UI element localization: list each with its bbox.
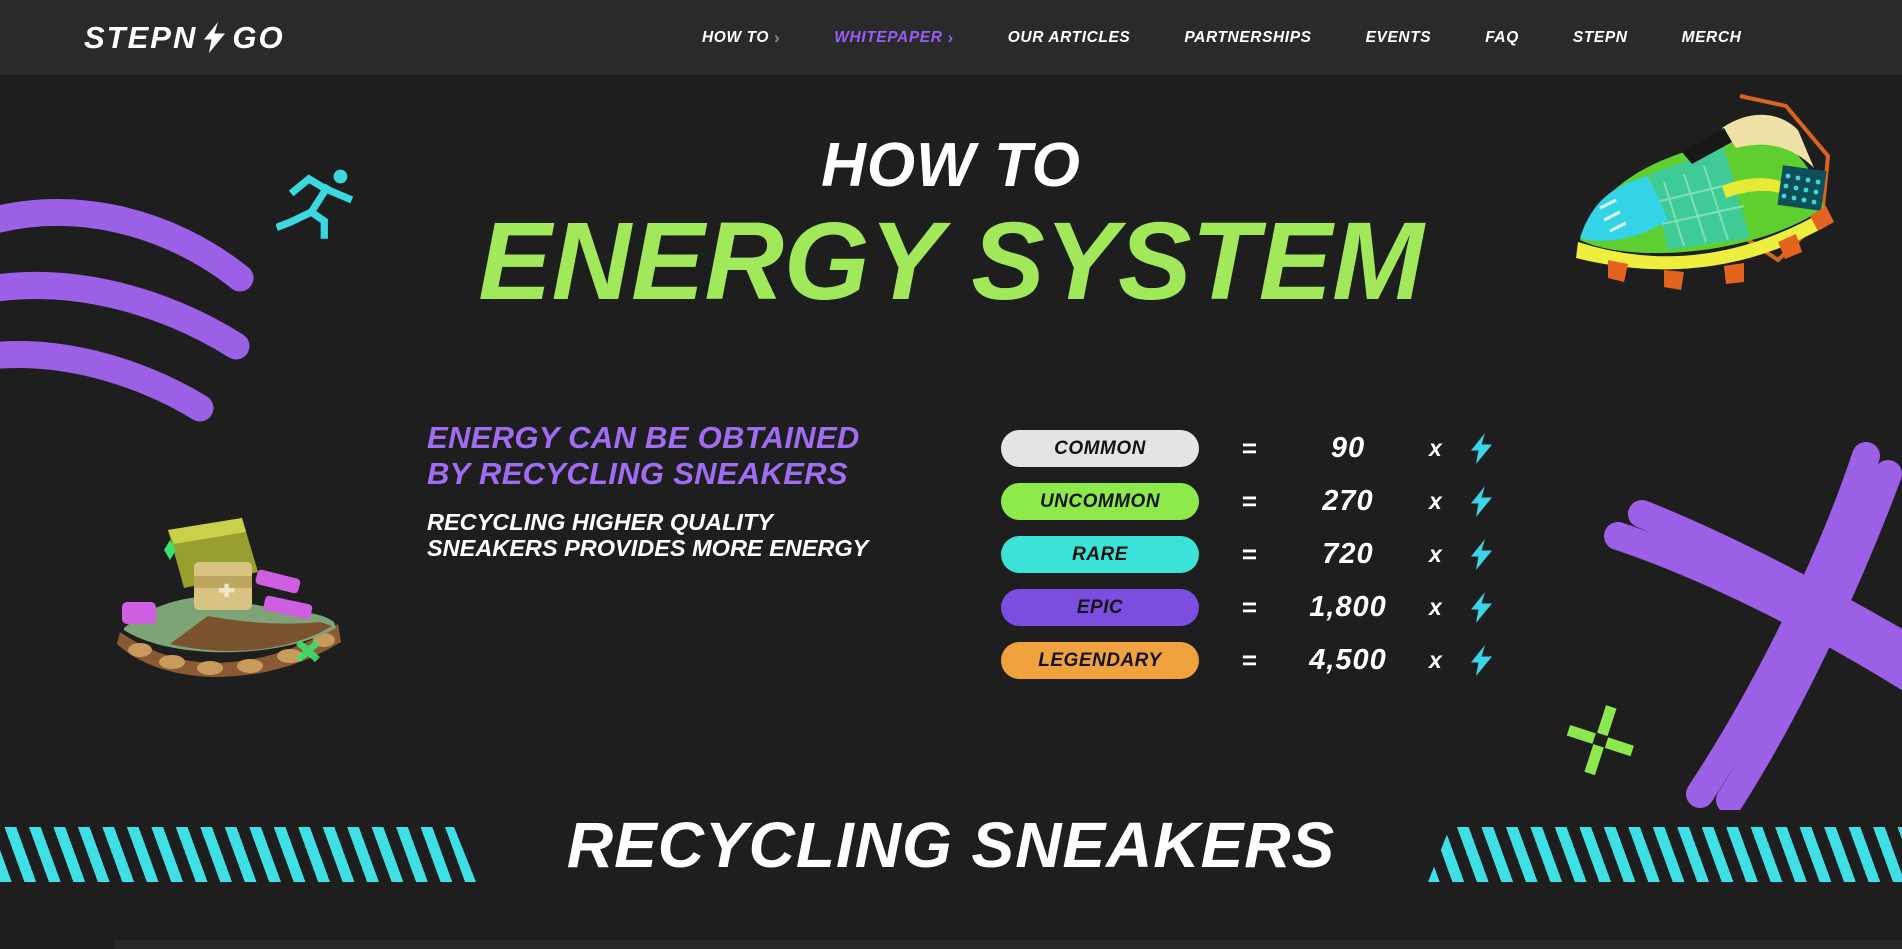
- nav-item-faq[interactable]: FAQ: [1485, 29, 1519, 47]
- nav-menu: HOW TO › WHITEPAPER › OUR ARTICLES PARTN…: [702, 0, 1741, 75]
- rarity-pill-uncommon: UNCOMMON: [1001, 483, 1199, 520]
- logo-text-go: GO: [232, 19, 285, 55]
- rarity-pill-common: COMMON: [1001, 430, 1199, 467]
- next-section-edge: [115, 940, 1902, 949]
- energy-value: 720: [1322, 538, 1374, 570]
- energy-value: 270: [1322, 485, 1374, 517]
- energy-value: 4,500: [1309, 644, 1387, 676]
- cyan-stripes-left: [0, 827, 476, 882]
- nav-label: PARTNERSHIPS: [1184, 28, 1312, 46]
- chevron-right-icon: ›: [947, 28, 954, 47]
- nav-item-our-articles[interactable]: OUR ARTICLES: [1008, 29, 1131, 47]
- cyan-stripes-right: [1428, 827, 1902, 882]
- top-nav: STEPN GO HOW TO › WHITEPAPER › OUR ARTIC…: [0, 0, 1902, 75]
- section-heading: RECYCLING SNEAKERS: [566, 809, 1336, 881]
- hiking-boot-illustration: [117, 518, 341, 678]
- energy-info-subtext-line1: RECYCLING HIGHER QUALITY: [427, 509, 773, 535]
- purple-scribble-right: [1604, 442, 1902, 810]
- hero-kicker: HOW TO: [821, 131, 1081, 200]
- nav-label: WHITEPAPER: [834, 28, 943, 46]
- multiply-sign: x: [1429, 594, 1442, 620]
- equals-sign: =: [1241, 539, 1257, 569]
- multiply-sign: x: [1429, 488, 1442, 514]
- energy-bolt-icon: [1470, 433, 1493, 464]
- rarity-pill-legendary: LEGENDARY: [1001, 642, 1199, 679]
- nav-label: EVENTS: [1365, 28, 1432, 46]
- table-row-legendary: LEGENDARY = 4,500 x: [1001, 642, 1493, 679]
- energy-info-heading: ENERGY CAN BE OBTAINED BY RECYCLING SNEA…: [427, 420, 860, 493]
- nav-label: MERCH: [1681, 28, 1742, 46]
- table-row-uncommon: UNCOMMON = 270 x: [1001, 483, 1493, 520]
- energy-bolt-icon: [1470, 592, 1493, 623]
- energy-value: 90: [1330, 432, 1366, 464]
- multiply-sign: x: [1429, 647, 1442, 673]
- hero-title: ENERGY SYSTEM: [478, 200, 1424, 323]
- energy-bolt-icon: [1470, 539, 1493, 570]
- nav-item-events[interactable]: EVENTS: [1366, 29, 1432, 47]
- nav-item-merch[interactable]: MERCH: [1682, 29, 1742, 47]
- multiply-sign: x: [1429, 435, 1442, 461]
- equals-sign: =: [1241, 645, 1257, 675]
- energy-bolt-icon: [1470, 486, 1493, 517]
- energy-info-subtext-line2: SNEAKERS PROVIDES MORE ENERGY: [427, 535, 869, 562]
- nav-label: OUR ARTICLES: [1007, 28, 1131, 46]
- energy-info-heading-line1: ENERGY CAN BE OBTAINED: [427, 420, 860, 455]
- chevron-right-icon: ›: [774, 28, 781, 47]
- nav-label: FAQ: [1485, 28, 1519, 46]
- nav-item-stepn[interactable]: STEPN: [1573, 29, 1628, 47]
- nav-item-partnerships[interactable]: PARTNERSHIPS: [1184, 29, 1311, 47]
- rarity-pill-rare: RARE: [1001, 536, 1199, 573]
- energy-bolt-icon: [1470, 645, 1493, 676]
- rarity-energy-table: COMMON = 90 x UNCOMMON = 270 x RARE = 72…: [1001, 430, 1493, 679]
- energy-info-heading-line2: BY RECYCLING SNEAKERS: [427, 456, 848, 492]
- table-row-common: COMMON = 90 x: [1001, 430, 1493, 467]
- nav-label: STEPN: [1572, 28, 1628, 46]
- table-row-epic: EPIC = 1,800 x: [1001, 589, 1493, 626]
- energy-value: 1,800: [1309, 591, 1387, 623]
- green-plus-icon: [1566, 705, 1634, 776]
- nav-item-whitepaper[interactable]: WHITEPAPER ›: [834, 29, 953, 47]
- logo-text-stepn: STEPN: [84, 19, 198, 55]
- energy-info-subtext: RECYCLING HIGHER QUALITY SNEAKERS PROVID…: [427, 509, 868, 562]
- logo-bolt-icon: [204, 22, 226, 53]
- logo[interactable]: STEPN GO: [84, 20, 285, 56]
- nav-item-how-to[interactable]: HOW TO ›: [702, 29, 780, 47]
- rarity-pill-epic: EPIC: [1001, 589, 1199, 626]
- equals-sign: =: [1241, 592, 1257, 622]
- nav-label: HOW TO: [702, 28, 770, 46]
- equals-sign: =: [1241, 486, 1257, 516]
- equals-sign: =: [1241, 433, 1257, 463]
- table-row-rare: RARE = 720 x: [1001, 536, 1493, 573]
- multiply-sign: x: [1429, 541, 1442, 567]
